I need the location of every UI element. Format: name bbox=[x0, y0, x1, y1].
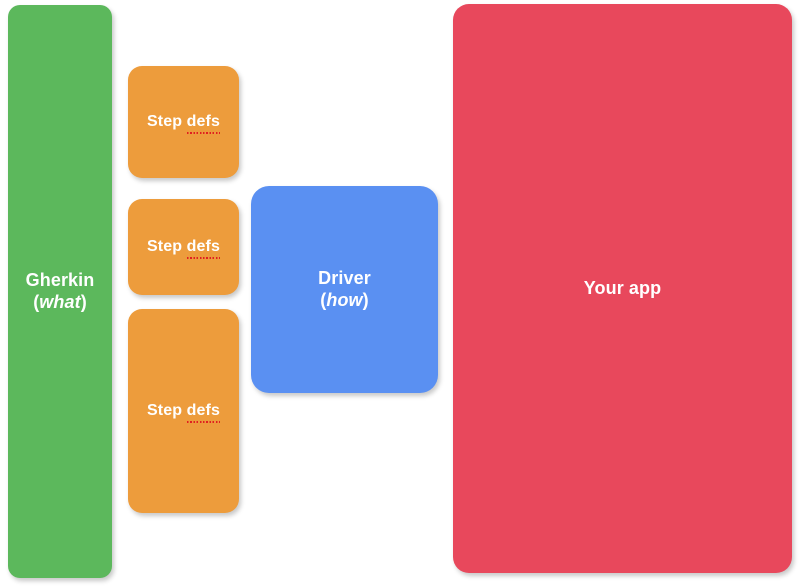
block-gherkin-subtitle-word: what bbox=[39, 291, 81, 312]
block-your-app-label: Your app bbox=[583, 277, 662, 298]
block-step-defs-3-label: Step defs bbox=[147, 401, 221, 423]
block-step-defs-3[interactable]: Step defs bbox=[128, 309, 239, 513]
block-gherkin[interactable]: Gherkin (what) bbox=[8, 5, 112, 578]
step-defs-prefix: Step bbox=[147, 402, 187, 420]
step-defs-word-misspelled: defs bbox=[186, 113, 221, 134]
paren-open: ( bbox=[320, 289, 327, 310]
step-defs-prefix: Step bbox=[147, 238, 187, 256]
block-your-app[interactable]: Your app bbox=[453, 4, 792, 573]
step-defs-prefix: Step bbox=[147, 113, 187, 131]
block-driver[interactable]: Driver (how) bbox=[251, 186, 438, 393]
block-step-defs-2[interactable]: Step defs bbox=[128, 199, 239, 295]
block-driver-title: Driver bbox=[318, 267, 371, 288]
block-driver-subtitle-word: how bbox=[326, 289, 363, 310]
block-step-defs-1-label: Step defs bbox=[147, 112, 221, 134]
block-step-defs-1[interactable]: Step defs bbox=[128, 66, 239, 178]
paren-close: ) bbox=[80, 291, 87, 312]
block-step-defs-2-label: Step defs bbox=[147, 237, 221, 259]
block-gherkin-title: Gherkin bbox=[25, 269, 95, 290]
paren-open: ( bbox=[33, 291, 40, 312]
block-gherkin-label: Gherkin (what) bbox=[26, 270, 95, 314]
paren-close: ) bbox=[362, 289, 369, 310]
block-driver-subtitle: (how) bbox=[318, 290, 371, 312]
block-driver-label: Driver (how) bbox=[318, 268, 371, 312]
step-defs-word-misspelled: defs bbox=[186, 402, 221, 423]
step-defs-word-misspelled: defs bbox=[186, 238, 221, 259]
block-gherkin-subtitle: (what) bbox=[26, 292, 95, 314]
